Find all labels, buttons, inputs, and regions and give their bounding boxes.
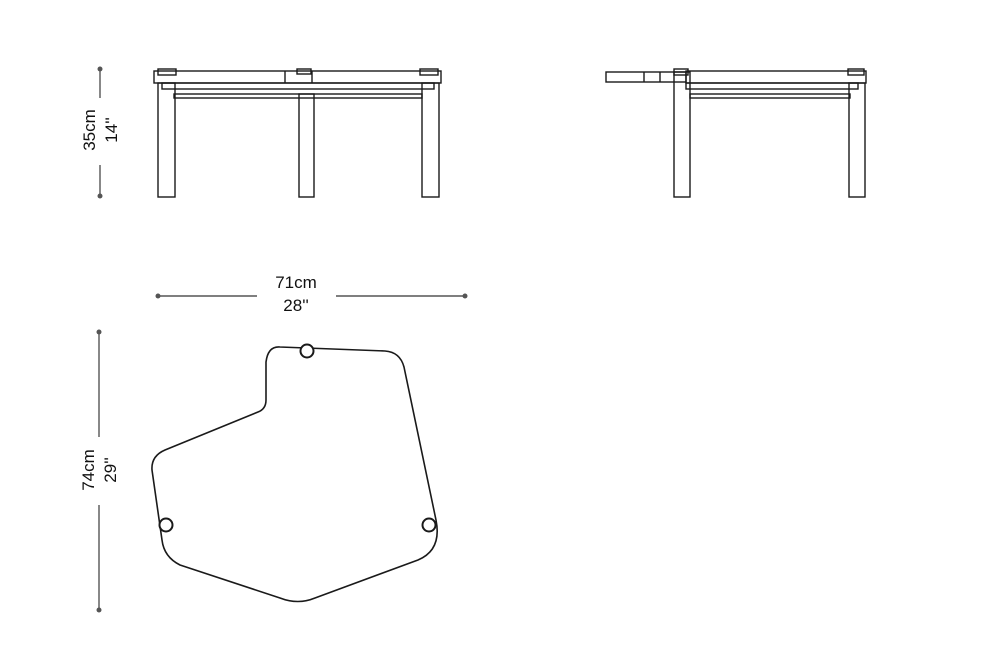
side-leg-right (848, 82, 866, 198)
height-dimension-endpoint (97, 193, 103, 199)
width-metric-label: 71cm (275, 273, 317, 292)
front-top-cap-mid (296, 68, 312, 75)
width-imperial-label: 28'' (283, 296, 308, 315)
front-elevation (153, 68, 442, 198)
front-top-cap-right (419, 68, 439, 76)
plan-leg-left (158, 517, 174, 533)
height-metric-label: 35cm (80, 109, 99, 151)
depth-dimension-endpoint (96, 607, 102, 613)
front-apron (161, 82, 435, 90)
side-elevation (605, 68, 867, 198)
depth-imperial-label: 29'' (101, 457, 120, 482)
width-dimension-endpoint (462, 293, 468, 299)
side-apron (685, 82, 859, 90)
height-imperial-label: 14'' (102, 117, 121, 142)
height-dimension-endpoint (97, 66, 103, 72)
plan-leg-top (299, 343, 315, 359)
front-top-cap-left (157, 68, 177, 76)
front-leg-middle (298, 93, 315, 198)
depth-dimension: 74cm 29'' (79, 329, 120, 613)
front-leg-left (157, 82, 176, 198)
width-dimension: 71cm 28'' (155, 273, 468, 315)
plan-leg-right (421, 517, 437, 533)
front-leg-right (421, 82, 440, 198)
front-stretcher (173, 93, 423, 99)
side-tabletop (685, 70, 867, 84)
side-stretcher (689, 93, 851, 99)
depth-dimension-endpoint (96, 329, 102, 335)
plan-view (151, 343, 438, 603)
side-top-cap-right (847, 68, 865, 76)
plan-tabletop-outline (151, 346, 438, 603)
depth-metric-label: 74cm (79, 449, 98, 491)
height-dimension: 35cm 14'' (80, 66, 121, 199)
width-dimension-endpoint (155, 293, 161, 299)
side-leg-left (673, 71, 691, 198)
